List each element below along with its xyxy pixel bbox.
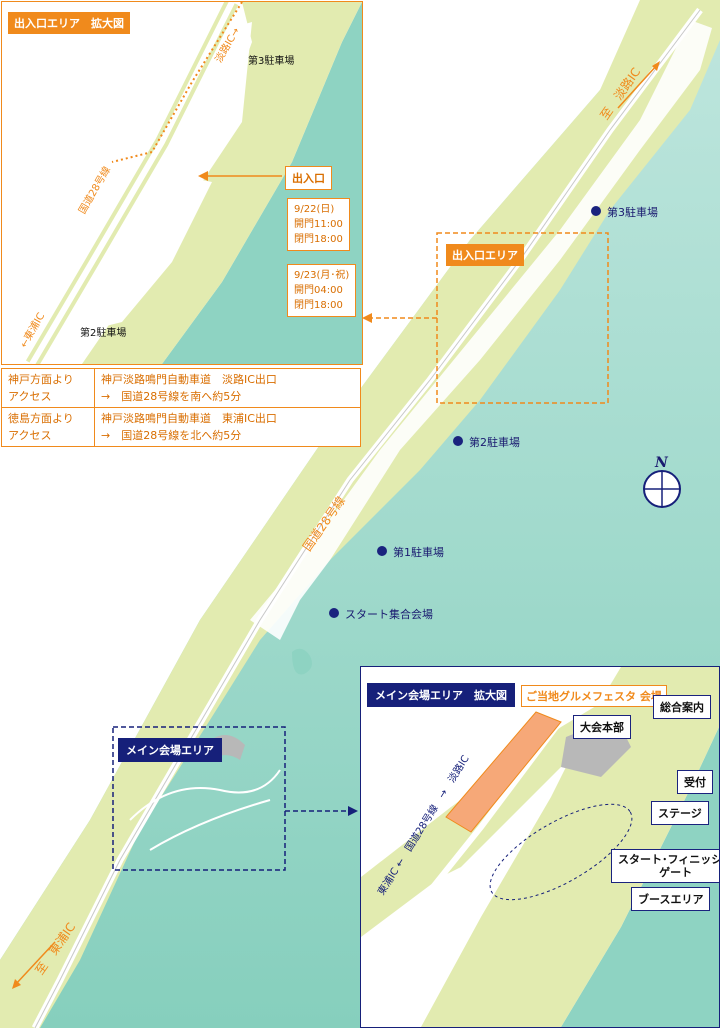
start-assembly-label: スタート集合会場 — [345, 608, 433, 621]
north-label: N — [655, 455, 668, 471]
gourmet-fest-label: ご当地グルメフェスタ 会場 — [521, 685, 667, 707]
finish-gate-line1: スタート･フィニッシュ — [618, 853, 719, 866]
access-tokushima-from2: アクセス — [8, 429, 52, 442]
hq-label: 大会本部 — [573, 715, 631, 739]
entrance-inset-title: 出入口エリア 拡大図 — [8, 12, 130, 34]
access-table: 神戸方面よりアクセス 神戸淡路鳴門自動車道 淡路IC出口 → 国道28号線を南へ約… — [1, 368, 361, 447]
schedule-day1-close: 閉門18:00 — [294, 234, 343, 245]
access-row-kobe: 神戸方面よりアクセス 神戸淡路鳴門自動車道 淡路IC出口 → 国道28号線を南へ約… — [1, 368, 361, 408]
parking-2-label: 第2駐車場 — [469, 436, 520, 449]
access-kobe-line1: 神戸淡路鳴門自動車道 淡路IC出口 — [101, 373, 277, 386]
schedule-day1-open: 開門11:00 — [294, 219, 343, 230]
access-row-tokushima: 徳島方面よりアクセス 神戸淡路鳴門自動車道 東浦IC出口 → 国道28号線を北へ約… — [1, 407, 361, 447]
access-tokushima-line2: → 国道28号線を北へ約5分 — [101, 429, 242, 442]
parking-2-marker — [453, 436, 463, 446]
access-tokushima-from: 徳島方面より — [8, 412, 74, 425]
start-assembly-marker — [329, 608, 339, 618]
inset-parking-2-label: 第2駐車場 — [80, 328, 127, 339]
access-tokushima-line1: 神戸淡路鳴門自動車道 東浦IC出口 — [101, 412, 277, 425]
entrance-area-tag: 出入口エリア — [446, 244, 524, 266]
schedule-day2-date: 9/23(月･祝) — [294, 270, 350, 281]
info-desk-label: 総合案内 — [653, 695, 711, 719]
parking-1-marker — [377, 546, 387, 556]
schedule-day1-date: 9/22(日) — [294, 204, 335, 215]
venue-inset-title: メイン会場エリア 拡大図 — [367, 683, 515, 707]
schedule-day1: 9/22(日) 開門11:00 閉門18:00 — [287, 198, 350, 251]
finish-gate-line2: ゲート — [659, 866, 693, 879]
compass-icon — [643, 470, 681, 508]
entrance-inset-map: 出入口エリア 拡大図 国道28号線 淡路IC→ ←東浦IC 第3駐車場 第2駐車… — [1, 1, 363, 365]
booth-area-label: ブースエリア — [631, 887, 711, 911]
parking-3-marker — [591, 206, 601, 216]
stage-label: ステージ — [651, 801, 709, 825]
parking-1-label: 第1駐車場 — [393, 546, 444, 559]
venue-inset-map: メイン会場エリア 拡大図 ご当地グルメフェスタ 会場 東浦IC ← 国道28号線… — [360, 666, 720, 1028]
gourmet-fest-area — [445, 711, 562, 833]
schedule-day2: 9/23(月･祝) 開門04:00 閉門18:00 — [287, 264, 357, 317]
access-kobe-from2: アクセス — [8, 390, 52, 403]
booth-area-outline — [489, 803, 633, 901]
schedule-day2-close: 閉門18:00 — [294, 300, 343, 311]
main-venue-area-tag: メイン会場エリア — [118, 738, 222, 762]
finish-gate-label: スタート･フィニッシュ ゲート — [611, 849, 719, 883]
parking-3-label: 第3駐車場 — [607, 206, 658, 219]
reception-label: 受付 — [677, 770, 713, 794]
access-kobe-from: 神戸方面より — [8, 373, 74, 386]
entrance-exit-label: 出入口 — [285, 166, 332, 190]
main-venue-outline — [112, 726, 286, 871]
access-kobe-line2: → 国道28号線を南へ約5分 — [101, 390, 242, 403]
schedule-day2-open: 開門04:00 — [294, 285, 343, 296]
inset-parking-3-label: 第3駐車場 — [248, 56, 295, 67]
